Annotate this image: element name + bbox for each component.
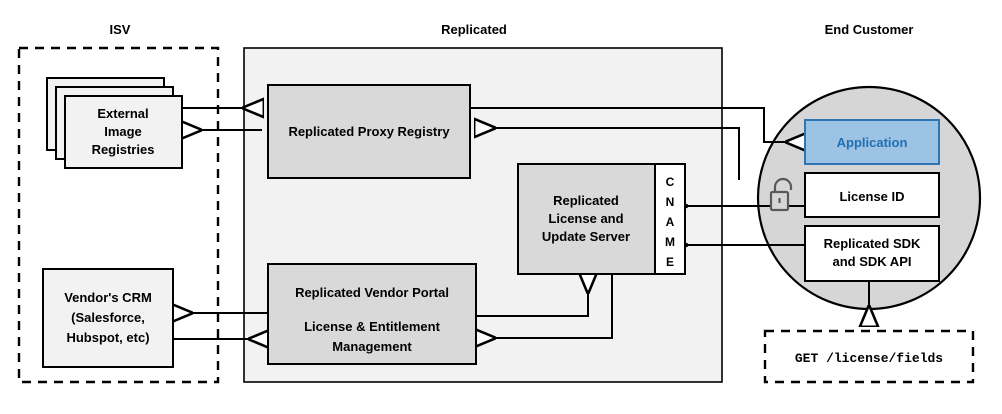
zone-isv-boundary (17, 46, 220, 384)
replicated-proxy-registry-box (267, 84, 471, 179)
connector-portal-to-license-server (476, 274, 588, 317)
replicated-proxy-registry-label: Replicated Proxy Registry (288, 124, 450, 139)
node-cname[interactable]: C N A M E (654, 163, 686, 275)
node-external-image-registries[interactable]: External Image Registries (46, 77, 183, 169)
zone-label-end-customer: End Customer (825, 22, 914, 37)
cname-letter-m: M (665, 235, 675, 249)
license-id-box (804, 172, 940, 218)
vendors-crm-line-3: Hubspot, etc) (66, 330, 149, 345)
application-box (804, 119, 940, 165)
node-replicated-license-update-server[interactable]: Replicated License and Update Server (517, 163, 656, 275)
replicated-vendor-portal-line-3: License & Entitlement (304, 319, 440, 334)
unlock-icon (769, 177, 793, 212)
external-image-registries-line-1: External (97, 106, 148, 121)
replicated-vendor-portal-box (267, 263, 477, 365)
connector-license-server-to-portal (476, 274, 613, 338)
external-image-registries-line-2: Image (104, 124, 142, 139)
node-application[interactable]: Application (804, 119, 940, 165)
replicated-vendor-portal-line-1: Replicated Vendor Portal (295, 285, 449, 300)
cname-letter-c: C (666, 175, 675, 189)
cname-letter-a: A (666, 215, 675, 229)
connector-proxy-to-application (470, 107, 805, 142)
external-image-registries-stack-front (64, 95, 183, 169)
cname-letter-n: N (666, 195, 675, 209)
node-vendors-crm[interactable]: Vendor's CRM (Salesforce, Hubspot, etc) (42, 268, 174, 368)
license-id-label: License ID (839, 189, 904, 204)
replicated-sdk-box (804, 225, 940, 282)
replicated-license-update-server-box (517, 163, 656, 275)
replicated-vendor-portal-line-4: Management (332, 339, 412, 354)
replicated-license-update-server-line-1: Replicated (553, 193, 619, 208)
node-license-fields-request[interactable]: GET /license/fields (763, 329, 975, 384)
zone-label-replicated: Replicated (441, 22, 507, 37)
node-license-id[interactable]: License ID (804, 172, 940, 218)
replicated-sdk-line-2: and SDK API (833, 254, 912, 269)
node-replicated-vendor-portal[interactable]: Replicated Vendor Portal License & Entit… (267, 263, 477, 365)
license-fields-request-label: GET /license/fields (795, 351, 943, 366)
replicated-license-update-server-line-3: Update Server (542, 229, 630, 244)
node-replicated-sdk[interactable]: Replicated SDK and SDK API (804, 225, 940, 282)
vendors-crm-line-1: Vendor's CRM (64, 290, 152, 305)
cname-box (654, 163, 686, 275)
zone-label-isv: ISV (110, 22, 131, 37)
replicated-sdk-line-1: Replicated SDK (824, 236, 921, 251)
external-image-registries-line-3: Registries (92, 142, 155, 157)
replicated-license-update-server-line-2: License and (548, 211, 623, 226)
cname-letter-e: E (666, 255, 674, 269)
node-replicated-proxy-registry[interactable]: Replicated Proxy Registry (267, 84, 471, 179)
vendors-crm-line-2: (Salesforce, (71, 310, 145, 325)
license-fields-request-box (763, 329, 975, 384)
connector-application-to-proxy (476, 128, 740, 180)
vendors-crm-box (42, 268, 174, 368)
application-label: Application (837, 135, 908, 150)
